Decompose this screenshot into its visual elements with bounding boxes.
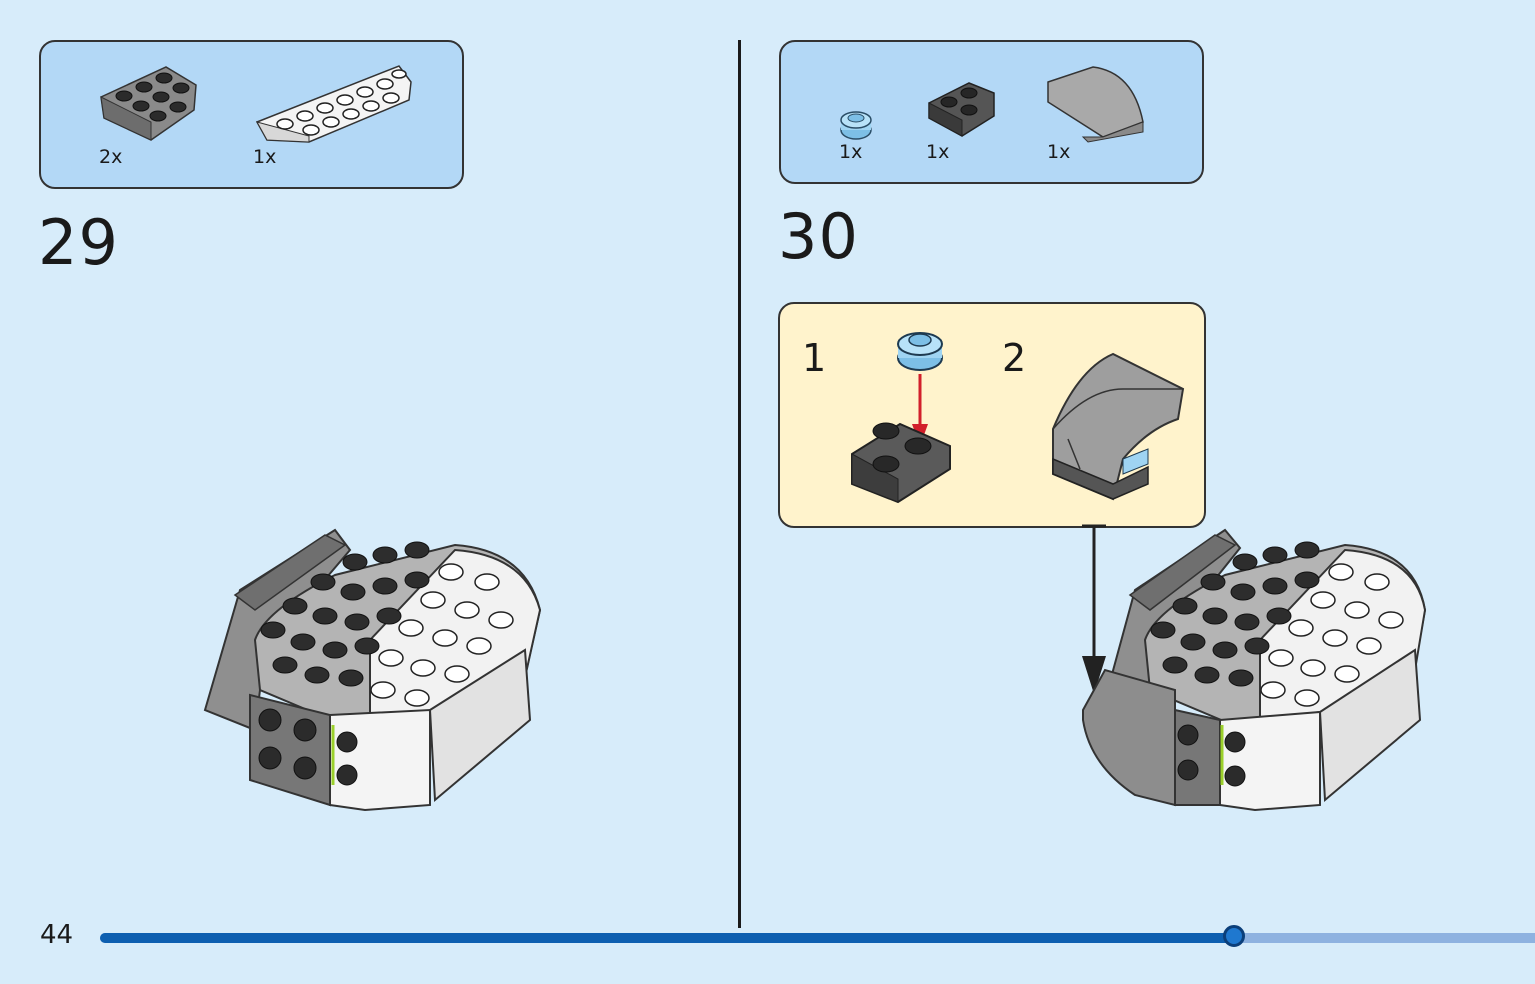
- parts-list-step-30: 1x 1x 1x: [779, 40, 1204, 184]
- part-qty: 1x: [926, 141, 950, 163]
- page-number: 44: [40, 920, 74, 950]
- step-number: 29: [38, 206, 119, 279]
- substep-number: 2: [1002, 336, 1027, 380]
- part-qty: 2x: [99, 146, 123, 168]
- substep-2-illustration: [1052, 352, 1185, 501]
- part-qty: 1x: [253, 146, 277, 168]
- progress-knob: [1222, 925, 1245, 947]
- gray-curved-slope-icon: [1047, 66, 1144, 143]
- substep-number: 1: [802, 336, 827, 380]
- white-round-plate-icon: [255, 65, 412, 143]
- dark-gray-round-plate-icon: [100, 66, 197, 141]
- page-divider: [738, 40, 741, 928]
- step-number: 30: [778, 200, 859, 273]
- callout-pointer-arrow: [1082, 524, 1106, 694]
- substep-1-illustration: [851, 332, 951, 504]
- parts-list-step-29: 2x 1x: [39, 40, 464, 189]
- step-29-model-illustration: [203, 528, 542, 812]
- part-qty: 1x: [839, 141, 863, 163]
- part-qty: 1x: [1047, 141, 1071, 163]
- black-wedge-plate-icon: [928, 82, 995, 137]
- sub-assembly-callout: 1 2: [778, 302, 1206, 528]
- blue-round-stud-icon: [840, 111, 872, 140]
- step-30-model-illustration: [1082, 528, 1427, 812]
- progress-fill: [100, 933, 1234, 943]
